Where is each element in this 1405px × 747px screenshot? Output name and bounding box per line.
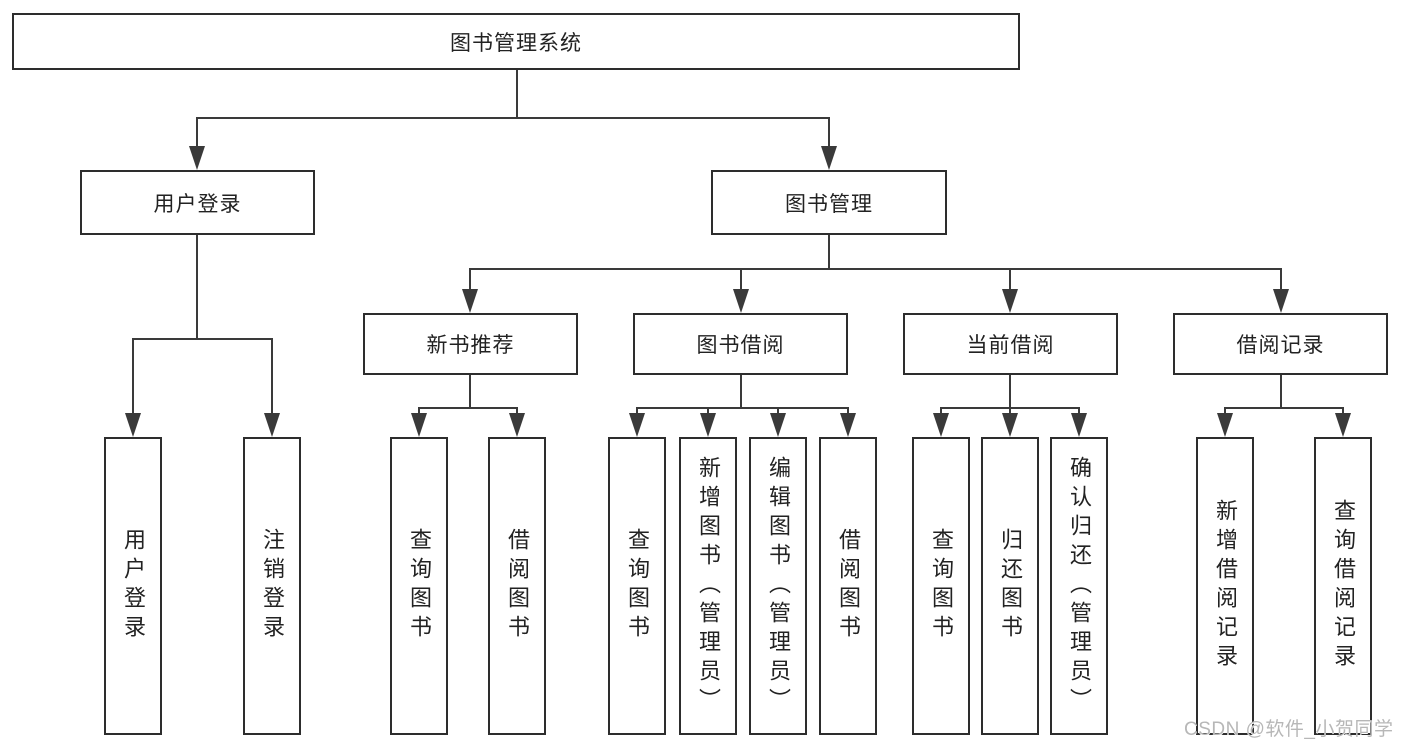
leaf-user-login: 用户登录 bbox=[104, 437, 162, 735]
connector-line bbox=[1078, 407, 1080, 417]
leaf-records-query-record: 查询借阅记录 bbox=[1314, 437, 1372, 735]
node-root: 图书管理系统 bbox=[12, 13, 1020, 70]
arrowhead-icon bbox=[411, 413, 427, 437]
connector-line bbox=[636, 407, 638, 417]
connector-line bbox=[1280, 268, 1282, 292]
leaf-current-confirm-return-admin: 确认归还（管理员） bbox=[1050, 437, 1108, 735]
node-book-borrow: 图书借阅 bbox=[633, 313, 848, 375]
leaf-current-query-books: 查询图书 bbox=[912, 437, 970, 735]
node-current-borrow: 当前借阅 bbox=[903, 313, 1118, 375]
arrowhead-icon bbox=[509, 413, 525, 437]
connector-line bbox=[940, 407, 942, 417]
connector-line bbox=[197, 117, 830, 119]
arrowhead-icon bbox=[462, 289, 478, 313]
connector-line bbox=[516, 407, 518, 417]
connector-line bbox=[847, 407, 849, 417]
arrowhead-icon bbox=[1217, 413, 1233, 437]
arrowhead-icon bbox=[264, 413, 280, 437]
leaf-logout: 注销登录 bbox=[243, 437, 301, 735]
connector-line bbox=[196, 235, 198, 338]
arrowhead-icon bbox=[1071, 413, 1087, 437]
leaf-current-return-books: 归还图书 bbox=[981, 437, 1039, 735]
arrowhead-icon bbox=[1002, 289, 1018, 313]
connector-line bbox=[1009, 407, 1011, 417]
leaf-borrow-query-books: 查询图书 bbox=[608, 437, 666, 735]
arrowhead-icon bbox=[770, 413, 786, 437]
connector-line bbox=[1342, 407, 1344, 417]
arrowhead-icon bbox=[840, 413, 856, 437]
connector-line bbox=[828, 235, 830, 269]
connector-line bbox=[469, 268, 471, 292]
connector-line bbox=[418, 407, 420, 417]
connector-line bbox=[1225, 407, 1344, 409]
arrowhead-icon bbox=[933, 413, 949, 437]
node-book-management: 图书管理 bbox=[711, 170, 947, 235]
leaf-records-add-record: 新增借阅记录 bbox=[1196, 437, 1254, 735]
connector-line bbox=[1280, 375, 1282, 408]
connector-line bbox=[637, 407, 849, 409]
connector-line bbox=[740, 268, 742, 292]
connector-line bbox=[740, 375, 742, 408]
connector-line bbox=[271, 338, 273, 416]
arrowhead-icon bbox=[733, 289, 749, 313]
connector-line bbox=[707, 407, 709, 417]
arrowhead-icon bbox=[189, 146, 205, 170]
arrowhead-icon bbox=[1335, 413, 1351, 437]
leaf-borrow-add-books-admin: 新增图书（管理员） bbox=[679, 437, 737, 735]
connector-line bbox=[777, 407, 779, 417]
leaf-borrow-edit-books-admin: 编辑图书（管理员） bbox=[749, 437, 807, 735]
connector-line bbox=[419, 407, 518, 409]
connector-line bbox=[1224, 407, 1226, 417]
arrowhead-icon bbox=[700, 413, 716, 437]
arrowhead-icon bbox=[821, 146, 837, 170]
leaf-newbook-query-books: 查询图书 bbox=[390, 437, 448, 735]
connector-line bbox=[1009, 268, 1011, 292]
leaf-newbook-borrow-books: 借阅图书 bbox=[488, 437, 546, 735]
connector-line bbox=[828, 117, 830, 149]
connector-line bbox=[470, 268, 1282, 270]
arrowhead-icon bbox=[1273, 289, 1289, 313]
connector-line bbox=[1009, 375, 1011, 408]
arrowhead-icon bbox=[1002, 413, 1018, 437]
arrowhead-icon bbox=[629, 413, 645, 437]
connector-line bbox=[132, 338, 272, 340]
node-borrow-records: 借阅记录 bbox=[1173, 313, 1388, 375]
node-user-login: 用户登录 bbox=[80, 170, 315, 235]
connector-line bbox=[469, 375, 471, 408]
arrowhead-icon bbox=[125, 413, 141, 437]
node-new-book-recommend: 新书推荐 bbox=[363, 313, 578, 375]
connector-line bbox=[132, 338, 134, 416]
csdn-watermark: CSDN @软件_小贺同学 bbox=[1184, 719, 1394, 740]
connector-line bbox=[516, 70, 518, 118]
connector-line bbox=[196, 117, 198, 149]
leaf-borrow-borrow-books: 借阅图书 bbox=[819, 437, 877, 735]
